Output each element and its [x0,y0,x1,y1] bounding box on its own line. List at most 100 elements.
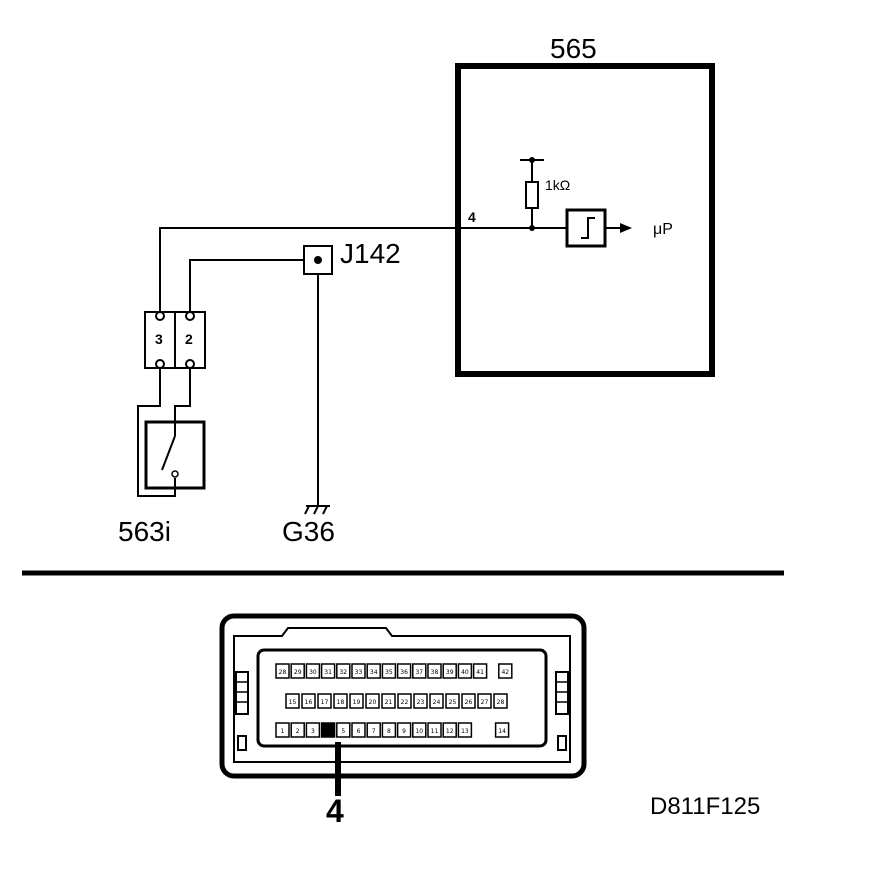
connector-pin [305,722,321,738]
connector-pin [427,663,442,679]
connector-pin-number: 21 [385,699,393,706]
pullup-resistor [520,157,544,231]
connector-pin [317,693,332,709]
connector-pin [349,693,364,709]
connector-pin [445,693,460,709]
connector-pin-number: 9 [402,728,406,735]
connector-pin [290,722,305,738]
connector-pin [275,722,290,738]
connector-pin [477,693,492,709]
ground-signal-wire [189,259,304,312]
connector-pin-number: 29 [294,669,302,676]
connector-pin-number: 28 [497,699,505,706]
connector-pin-2-label: 2 [185,331,193,347]
connector-pin-number: 26 [465,699,473,706]
connector-pin [396,663,412,679]
connector-pin [381,663,397,679]
connector-pin-highlighted [320,722,336,738]
connector-pin-number: 25 [449,699,457,706]
connector-pin-number: 36 [400,669,408,676]
connector-pin-number: 1 [281,728,285,735]
connector-pin-number: 16 [305,699,313,706]
ecu-box [455,63,715,377]
connector-pin-number: 35 [385,669,393,676]
connector-pin-number: 20 [369,699,377,706]
connector-pin [351,663,366,679]
connector-pin-number: 33 [355,669,363,676]
ecu-label: 565 [550,33,597,64]
connector-pin-number: 38 [431,669,439,676]
connector-pin [413,693,428,709]
connector-pin [285,693,300,709]
connector-pin-3-label: 3 [155,331,163,347]
connector-pin [427,722,442,738]
connector-pin-number: 8 [387,728,391,735]
connector-pin-number: 31 [324,669,332,676]
connector-pin-number: 15 [289,699,297,706]
connector-pin-number: 24 [433,699,441,706]
connector-pin [442,663,457,679]
junction-label: J142 [340,238,401,269]
connector-pin [412,722,427,738]
connector-pin [494,722,510,738]
connector-pin [333,693,348,709]
connector-pin-number: 18 [337,699,345,706]
ecu-pin-label: 4 [468,209,476,225]
ground-label: G36 [282,516,335,547]
switch-connector [144,311,206,369]
connector-pin [365,693,380,709]
connector-pin [336,722,351,738]
connector-pin [498,663,513,679]
connector-pin [381,722,397,738]
connector-pin-number: 39 [446,669,454,676]
connector-pin-number: 14 [498,728,506,735]
connector-pin-number: 19 [353,699,361,706]
connector-pin-number: 41 [476,669,484,676]
connector-pin-callout: 4 [326,793,344,829]
connector-pin-number: 42 [501,669,509,676]
ground-icon [304,505,330,515]
connector-pin-number: 27 [481,699,489,706]
connector-pin-number: 37 [415,669,423,676]
connector-pin [290,663,305,679]
connector-pin-number: 11 [431,728,439,735]
connector-pin-number: 40 [461,669,469,676]
connector-pin [305,663,321,679]
resistor-value-label: 1kΩ [545,177,570,193]
connector-pin [381,693,396,709]
connector-pin [397,693,412,709]
connector-pin-number: 30 [309,669,317,676]
connector-pin-number: 10 [415,728,423,735]
connector-pin-number: 17 [321,699,329,706]
switch-icon [137,368,206,497]
connector-pin [442,722,457,738]
signal-wire [159,227,567,312]
connector-pin [275,663,290,679]
connector-pin-number: 22 [401,699,409,706]
schmitt-trigger [565,208,632,248]
connector-pin-number: 5 [341,728,345,735]
junction-j142 [303,245,333,275]
connector-pin [351,722,366,738]
connector-pin [366,663,381,679]
connector-pin [336,663,351,679]
connector-pin [320,663,336,679]
connector-pin-number: 13 [461,728,469,735]
connector-pin [457,722,473,738]
connector-pin [461,693,476,709]
connector-pin [457,663,473,679]
connector-pin-number: 6 [357,728,361,735]
switch-label: 563i [118,516,171,547]
connector-pin [412,663,427,679]
figure-code: D811F125 [650,793,760,820]
connector-pin-number: 2 [296,728,300,735]
connector-pin [493,693,508,709]
connector-pin-number: 3 [311,728,315,735]
connector-pin-number: 12 [446,728,454,735]
connector-pin [366,722,381,738]
microprocessor-label: μP [653,221,673,238]
connector-pin-number: 28 [279,669,287,676]
